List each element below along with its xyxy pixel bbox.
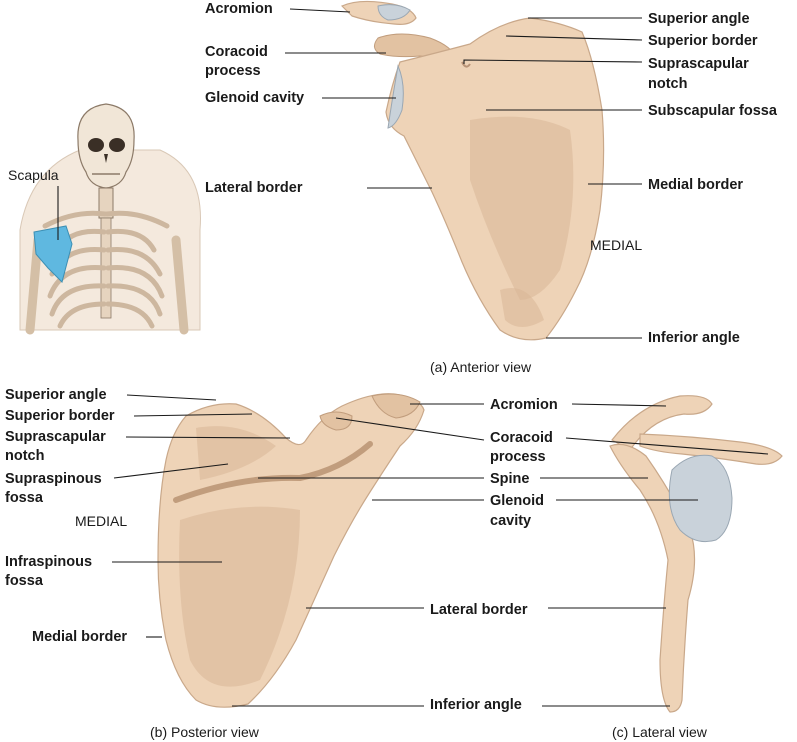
anterior-suprascapular-label-1: Suprascapular <box>648 56 749 72</box>
caption-anterior: (a) Anterior view <box>430 359 532 375</box>
posterior-superior-angle-label: Superior angle <box>5 387 107 403</box>
posterior-view-scapula <box>157 393 425 708</box>
anterior-coracoid-label-2: process <box>205 63 261 79</box>
shared-glenoid-label-2: cavity <box>490 513 531 529</box>
anterior-inferior-angle-label: Inferior angle <box>648 330 740 346</box>
shared-lateral-border-label: Lateral border <box>430 602 528 618</box>
shared-glenoid-label-1: Glenoid <box>490 493 544 509</box>
anterior-coracoid-label-1: Coracoid <box>205 44 268 60</box>
anterior-acromion-label: Acromion <box>205 1 273 17</box>
anterior-view-scapula <box>340 0 605 341</box>
posterior-infraspinous-label-2: fossa <box>5 573 44 589</box>
shared-inferior-angle-label: Inferior angle <box>430 697 522 713</box>
inset-skeleton <box>19 103 201 335</box>
anterior-medial-border-label: Medial border <box>648 177 743 193</box>
anterior-lateral-border-label: Lateral border <box>205 180 303 196</box>
anterior-superior-angle-label: Superior angle <box>648 11 750 27</box>
anterior-subscapular-label: Subscapular fossa <box>648 103 778 119</box>
posterior-medial-border-label: Medial border <box>32 629 127 645</box>
shared-acromion-label: Acromion <box>490 397 558 413</box>
posterior-suprascapular-label-1: Suprascapular <box>5 429 106 445</box>
posterior-medial-label: MEDIAL <box>75 513 127 529</box>
skull <box>77 103 135 189</box>
anterior-suprascapular-label-2: notch <box>648 76 687 92</box>
anterior-medial-label: MEDIAL <box>590 237 642 253</box>
posterior-superior-border-label: Superior border <box>5 408 115 424</box>
anterior-superior-border-label: Superior border <box>648 33 758 49</box>
caption-lateral: (c) Lateral view <box>612 724 708 740</box>
shared-spine-label: Spine <box>490 471 529 487</box>
inset-scapula-highlight <box>33 225 73 283</box>
shared-coracoid-label-2: process <box>490 449 546 465</box>
posterior-infraspinous-label-1: Infraspinous <box>5 554 92 570</box>
lateral-glenoid-cavity <box>668 454 733 543</box>
posterior-supraspinous-label-2: fossa <box>5 490 44 506</box>
shared-coracoid-label-1: Coracoid <box>490 430 553 446</box>
posterior-suprascapular-label-2: notch <box>5 448 44 464</box>
posterior-supraspinous-label-1: Supraspinous <box>5 471 102 487</box>
caption-posterior: (b) Posterior view <box>150 724 260 740</box>
anterior-glenoid-label: Glenoid cavity <box>205 90 304 106</box>
inset-scapula-label: Scapula <box>8 167 59 183</box>
